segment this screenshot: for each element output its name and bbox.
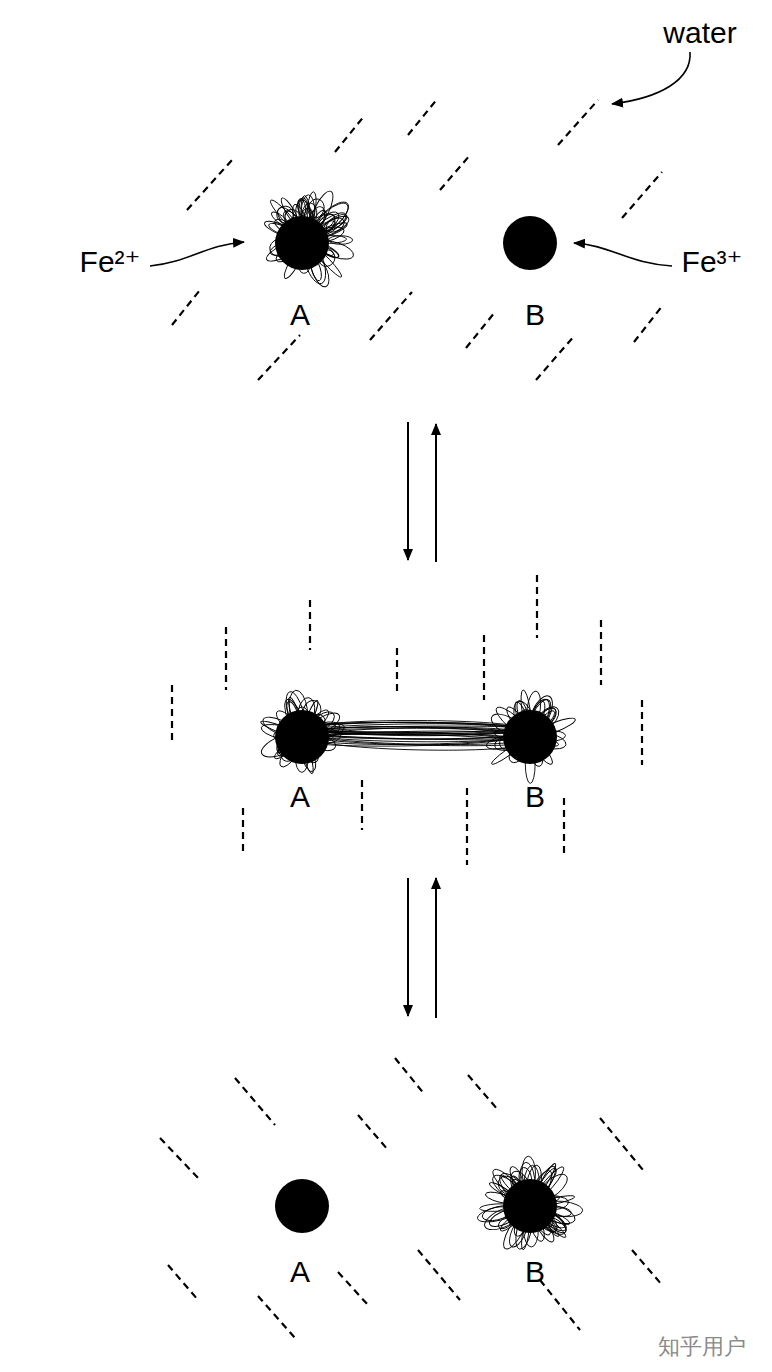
- ion-name: B: [525, 1257, 545, 1287]
- electron-cloud: [258, 188, 583, 1252]
- water-molecule: [440, 155, 470, 190]
- water-molecule: [395, 1058, 425, 1095]
- iron-ion: [275, 216, 557, 1233]
- water-molecule: [600, 620, 602, 685]
- water-molecule: [171, 685, 173, 745]
- ion-label: Fe²⁺: [80, 247, 141, 277]
- ion-name: B: [525, 300, 545, 330]
- water-molecules: [160, 98, 663, 1338]
- water-molecule: [258, 335, 300, 380]
- water-molecule: [563, 798, 565, 853]
- ion-name: A: [290, 1257, 310, 1287]
- ion-name: B: [525, 782, 545, 812]
- water-molecule: [258, 1296, 295, 1338]
- watermark: 知乎用户: [658, 1336, 746, 1358]
- water-molecule: [536, 335, 575, 380]
- water-molecule: [418, 1250, 460, 1300]
- water-label: water: [663, 18, 736, 48]
- ion-name: A: [290, 300, 310, 330]
- water-molecule: [338, 1272, 368, 1305]
- water-molecule: [600, 1118, 643, 1170]
- water-molecule: [540, 1280, 580, 1330]
- ion-label: Fe³⁺: [682, 247, 743, 277]
- water-molecule: [622, 172, 662, 218]
- water-molecule: [358, 1115, 388, 1150]
- ion-name: A: [290, 782, 310, 812]
- water-molecule: [172, 290, 200, 325]
- water-molecule: [361, 780, 363, 830]
- water-molecule: [225, 627, 227, 690]
- electron-loop: [305, 725, 531, 747]
- water-molecule: [168, 1265, 198, 1300]
- water-molecule: [641, 700, 643, 765]
- water-molecule: [242, 808, 244, 855]
- equilibrium-arrows: [408, 422, 436, 1018]
- water-molecule: [634, 305, 663, 342]
- water-molecule: [536, 575, 538, 638]
- water-molecule: [309, 600, 311, 650]
- water-molecule: [370, 292, 412, 340]
- water-molecule: [235, 1078, 275, 1125]
- electron-loop: [296, 198, 306, 216]
- water-molecule: [466, 312, 495, 348]
- water-molecule: [483, 635, 485, 700]
- electron-loop: [303, 722, 532, 739]
- water-molecule: [160, 1138, 200, 1180]
- electron-loop: [306, 725, 518, 734]
- water-molecule: [187, 160, 232, 210]
- water-molecule: [558, 100, 598, 145]
- water-molecule: [335, 115, 365, 152]
- water-molecule: [468, 1075, 498, 1110]
- leader-line: [150, 52, 690, 266]
- water-molecule: [396, 648, 398, 695]
- water-molecule: [408, 98, 438, 135]
- water-molecule: [466, 788, 468, 865]
- water-molecule: [632, 1250, 662, 1285]
